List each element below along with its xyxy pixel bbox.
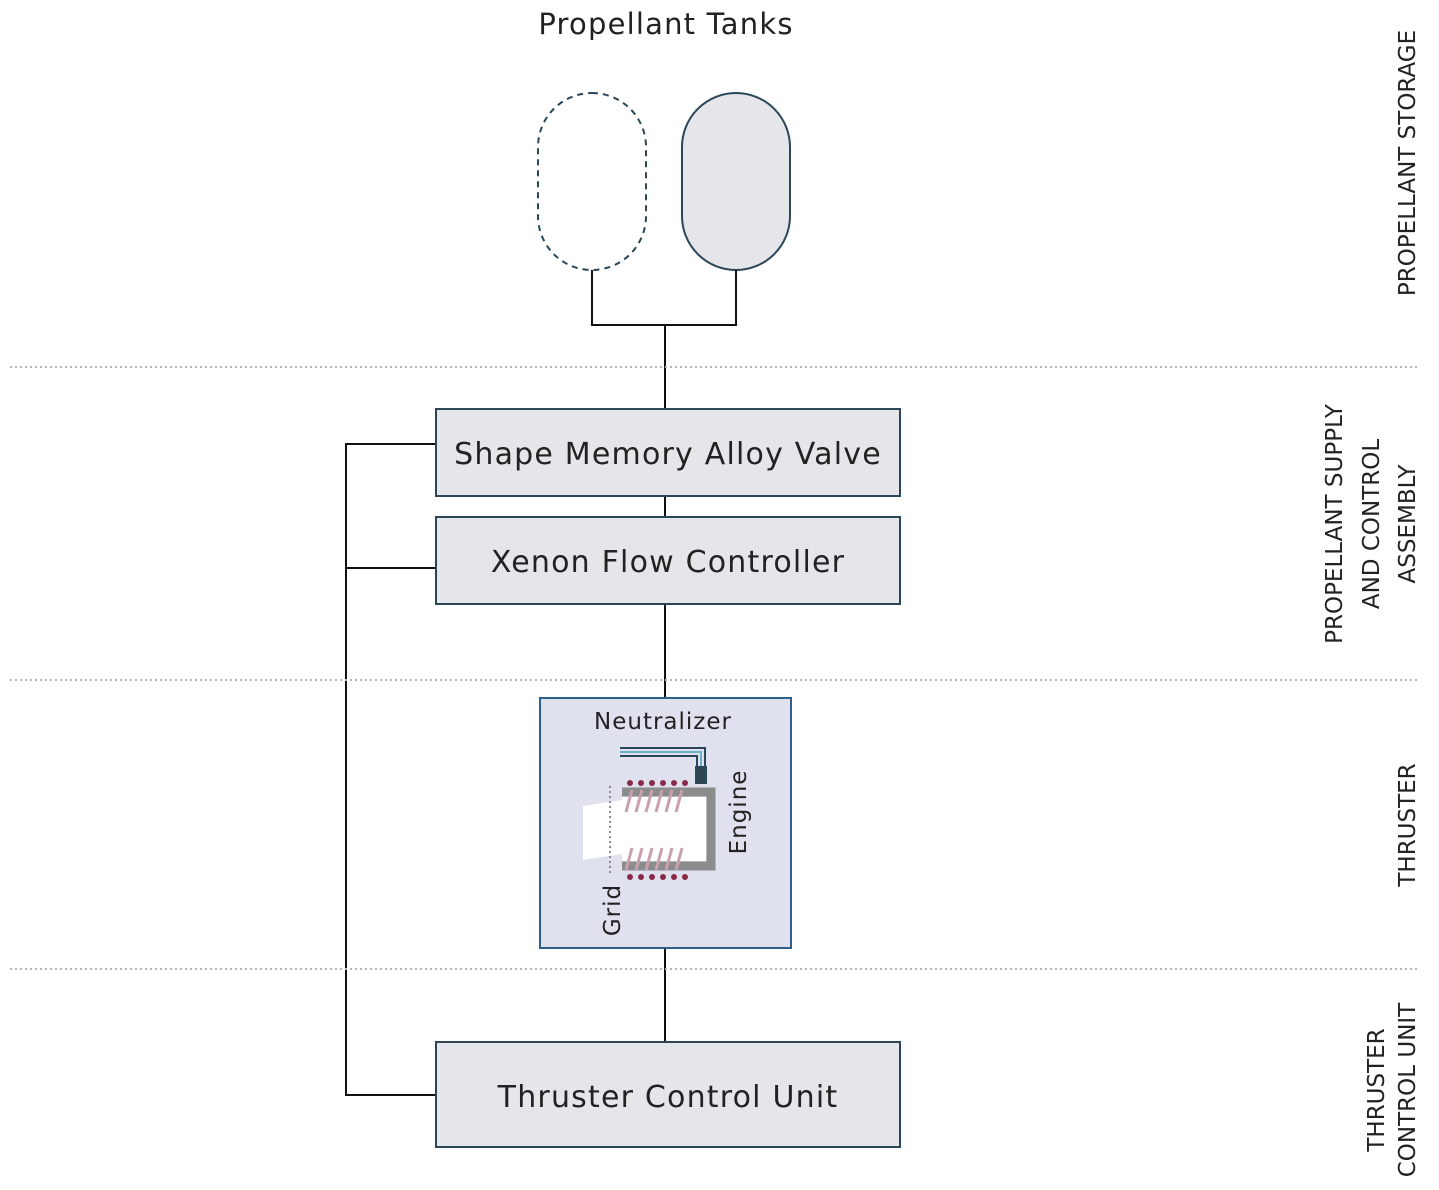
- neutralizer-icon: [620, 747, 707, 784]
- section-label-supply: PROPELLANT SUPPLY AND CONTROL ASSEMBLY: [1322, 403, 1421, 644]
- control-bus-lines: [345, 443, 436, 1096]
- engine-icon: [622, 780, 716, 880]
- section-label-supply-line3: ASSEMBLY: [1395, 464, 1421, 584]
- flow-controller-label: Xenon Flow Controller: [491, 545, 845, 580]
- ion-plume-icon: [583, 800, 622, 860]
- control-unit-label: Thruster Control Unit: [497, 1080, 839, 1115]
- section-label-tcu-line2: CONTROL UNIT: [1395, 1002, 1421, 1177]
- section-label-thruster: THRUSTER: [1395, 763, 1421, 887]
- propellant-tank-optional: [537, 92, 647, 271]
- section-label-supply-line2: AND CONTROL: [1359, 439, 1385, 609]
- section-label-tcu-line1: THRUSTER: [1364, 1028, 1390, 1152]
- grid-label: Grid: [600, 884, 626, 936]
- section-label-supply-line1: PROPELLANT SUPPLY: [1322, 403, 1348, 644]
- tank-feed-lines: [591, 270, 737, 1042]
- propellant-tank: [681, 92, 791, 271]
- neutralizer-label: Neutralizer: [594, 709, 732, 735]
- valve-label: Shape Memory Alloy Valve: [454, 437, 882, 472]
- flow-controller-box: Xenon Flow Controller: [435, 516, 901, 605]
- thruster-box: Neutralizer: [539, 697, 792, 949]
- control-unit-box: Thruster Control Unit: [435, 1041, 901, 1148]
- section-label-storage: PROPELLANT STORAGE: [1395, 30, 1421, 296]
- valve-box: Shape Memory Alloy Valve: [435, 408, 901, 497]
- engine-label: Engine: [726, 770, 752, 855]
- section-label-control-unit: THRUSTER CONTROL UNIT: [1364, 1002, 1421, 1177]
- diagram-title: Propellant Tanks: [538, 7, 793, 41]
